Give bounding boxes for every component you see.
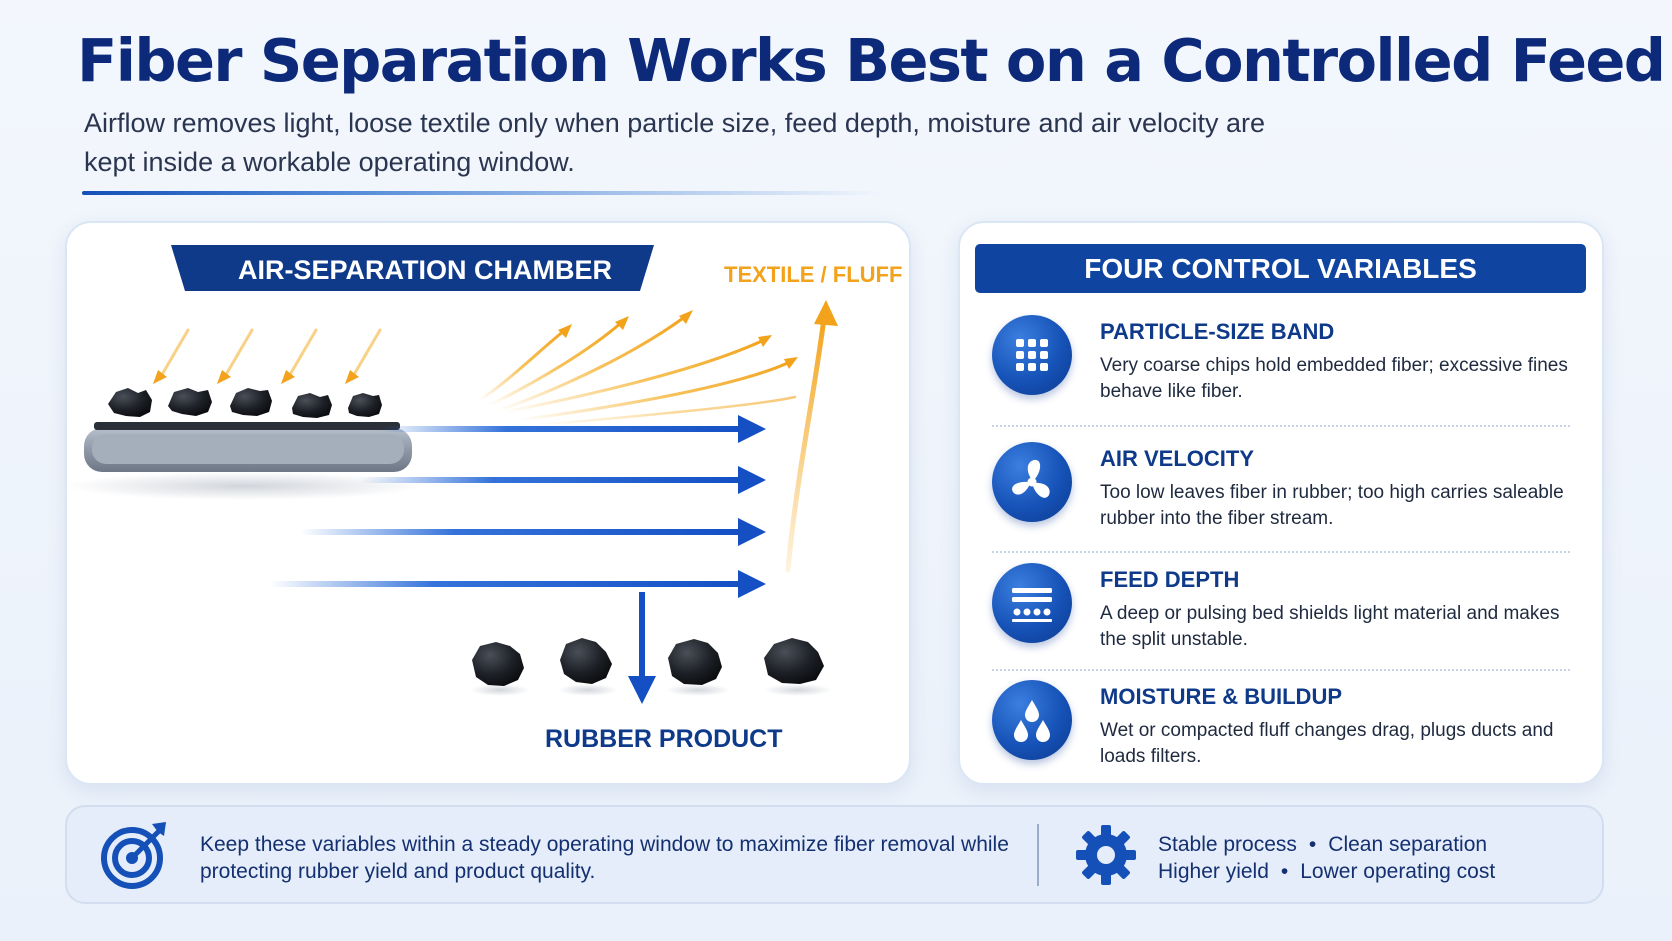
grid-dots-icon xyxy=(992,315,1072,395)
title-underline xyxy=(82,191,882,195)
layers-icon xyxy=(992,563,1072,643)
page-title: Fiber Separation Works Best on a Control… xyxy=(77,26,1666,95)
gear-icon xyxy=(1076,825,1136,885)
feed-arrows xyxy=(153,328,382,384)
variable-description: Very coarse chips hold embedded fiber; e… xyxy=(1100,355,1568,402)
summary-bar xyxy=(65,805,1604,904)
target-icon xyxy=(101,822,166,889)
rubber-product-label: RUBBER PRODUCT xyxy=(545,725,783,753)
textile-label: TEXTILE / FLUFF xyxy=(724,262,903,287)
air-streams xyxy=(270,415,766,598)
benefit-item: Clean separation xyxy=(1328,833,1488,856)
textile-streams xyxy=(478,300,838,573)
benefit-item: Higher yield xyxy=(1158,860,1269,883)
variable-description: Too low leaves fiber in rubber; too high… xyxy=(1100,482,1564,529)
variable-description: A deep or pulsing bed shields light mate… xyxy=(1100,603,1560,650)
summary-message: Keep these variables within a steady ope… xyxy=(200,833,1009,883)
variable-title: FEED DEPTH xyxy=(1100,567,1240,592)
feed-chunks xyxy=(108,388,382,418)
variable-title: PARTICLE-SIZE BAND xyxy=(1100,319,1335,344)
conveyor-belt xyxy=(65,422,425,500)
fan-icon xyxy=(992,442,1072,522)
benefit-separator: • xyxy=(1308,833,1317,856)
chamber-label: AIR-SEPARATION CHAMBER xyxy=(238,255,612,285)
chamber-label-banner xyxy=(171,245,654,291)
benefits-list: Stable process • Clean separation Higher y… xyxy=(1158,831,1578,885)
rubber-product-chunks xyxy=(470,638,832,696)
page-subtitle: Airflow removes light, loose textile onl… xyxy=(84,108,1266,177)
variable-divider xyxy=(992,425,1570,427)
variable-divider xyxy=(992,551,1570,553)
variable-divider xyxy=(992,669,1570,671)
benefit-item: Lower operating cost xyxy=(1300,860,1496,883)
benefit-row: Stable process • Clean separation xyxy=(1158,831,1578,858)
summary-separator xyxy=(1037,824,1039,886)
water-drops-icon xyxy=(992,680,1072,760)
benefit-item: Stable process xyxy=(1158,833,1297,856)
rubber-down-arrow xyxy=(628,592,656,704)
variable-description: Wet or compacted fluff changes drag, plu… xyxy=(1100,720,1554,767)
control-variables-header: FOUR CONTROL VARIABLES xyxy=(975,244,1586,293)
benefit-separator: • xyxy=(1280,860,1289,883)
benefit-row: Higher yield • Lower operating cost xyxy=(1158,858,1578,885)
variable-title: AIR VELOCITY xyxy=(1100,446,1255,471)
variable-title: MOISTURE & BUILDUP xyxy=(1100,684,1342,709)
